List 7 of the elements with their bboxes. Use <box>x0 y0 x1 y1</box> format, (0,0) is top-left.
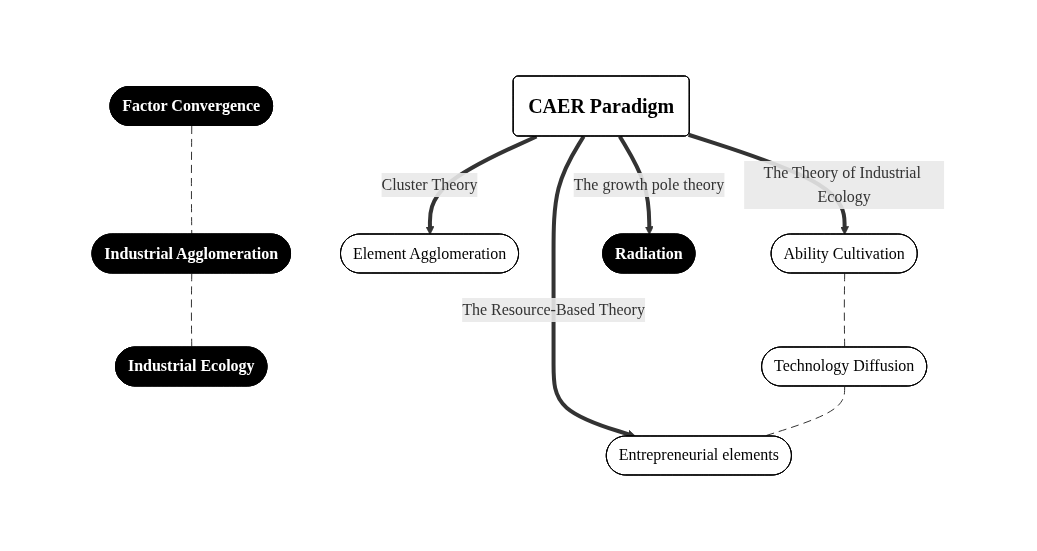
connector <box>191 125 193 235</box>
connector <box>191 273 193 348</box>
edge-label: The Theory of Industrial Ecology <box>763 164 922 205</box>
edge-label: The growth pole theory <box>573 176 725 193</box>
edge-label: The Resource-Based Theory <box>462 301 646 318</box>
edge-label: Cluster Theory <box>381 176 479 193</box>
connector <box>844 273 846 348</box>
